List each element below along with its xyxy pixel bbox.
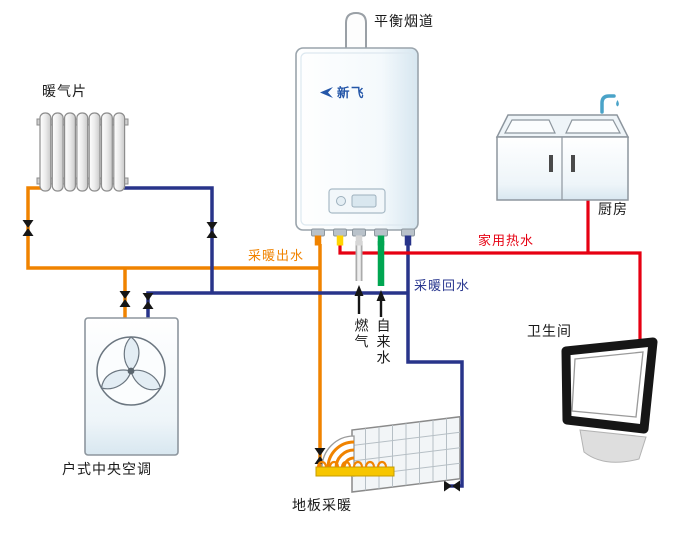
kitchen-sink-icon xyxy=(495,94,630,201)
cold-water-stub xyxy=(377,235,385,246)
label-kitchen: 厨房 xyxy=(598,202,628,218)
label-heating-supply: 采暖出水 xyxy=(248,249,305,264)
valve-icon xyxy=(119,291,131,307)
boiler-flue xyxy=(345,11,367,48)
label-bathroom: 卫生间 xyxy=(527,324,572,340)
valve-icon xyxy=(206,222,218,238)
dhw-stub xyxy=(336,235,344,246)
ac-unit-icon xyxy=(84,317,179,456)
label-heating-return: 采暖回水 xyxy=(414,279,471,294)
label-radiator: 暖气片 xyxy=(42,84,87,100)
label-floor-heating: 地板采暖 xyxy=(292,498,352,514)
valve-icon xyxy=(22,220,34,236)
valve-icon xyxy=(142,293,154,309)
return-stub xyxy=(404,235,412,246)
label-gas: 燃气 xyxy=(352,318,369,350)
faucet-icon xyxy=(600,94,619,114)
hot-water-pipe xyxy=(338,198,642,352)
boiler-control-panel xyxy=(328,188,386,214)
floor-heating-icon xyxy=(315,415,461,493)
fan-icon xyxy=(96,336,166,406)
tap-water-arrow-icon xyxy=(376,290,386,317)
label-domestic-hot-water: 家用热水 xyxy=(478,234,535,249)
gas-arrow-icon xyxy=(354,285,364,314)
xinfei-logo-icon: 新飞 xyxy=(320,85,365,100)
boiler-logo-text: 新飞 xyxy=(337,85,365,100)
boiler: 新飞 xyxy=(295,11,419,246)
supply-stub xyxy=(314,235,322,246)
label-flue: 平衡烟道 xyxy=(374,14,434,30)
label-central-ac: 户式中央空调 xyxy=(62,462,152,478)
radiator-icon xyxy=(36,112,129,192)
gas-stub xyxy=(355,235,363,246)
valve-icon xyxy=(444,480,460,492)
bathtub-icon xyxy=(561,337,658,463)
label-tap-water: 自来水 xyxy=(374,318,391,366)
boiler-connections xyxy=(311,228,415,246)
